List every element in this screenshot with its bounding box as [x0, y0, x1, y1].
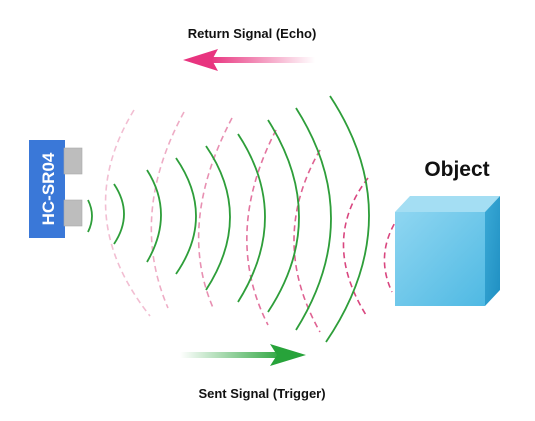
sent-wave: [175, 157, 197, 275]
hc-sr04-sensor-icon: HC-SR04: [29, 140, 83, 238]
sent-wave: [237, 133, 266, 303]
object-label: Object: [424, 158, 489, 181]
sent-waves: [87, 95, 370, 343]
sent-wave: [205, 145, 231, 291]
echo-wave: [342, 177, 369, 316]
echo-wave: [104, 109, 151, 317]
echo-wave: [197, 117, 233, 311]
arrow-left-icon: [183, 49, 315, 71]
cube-object-icon: [395, 196, 500, 306]
echo-waves: [104, 109, 413, 333]
sent-wave: [325, 95, 370, 343]
return-signal-label: Return Signal (Echo): [188, 26, 317, 41]
sent-wave: [295, 107, 332, 331]
sent-wave: [113, 183, 125, 245]
sent-wave: [267, 119, 300, 313]
echo-wave: [293, 149, 321, 333]
arrow-right-icon: [180, 344, 306, 366]
echo-wave: [150, 111, 185, 309]
sent-wave: [87, 199, 93, 233]
sent-signal-label: Sent Signal (Trigger): [198, 386, 325, 401]
sensor-label: HC-SR04: [39, 152, 58, 225]
sent-wave: [146, 169, 162, 263]
